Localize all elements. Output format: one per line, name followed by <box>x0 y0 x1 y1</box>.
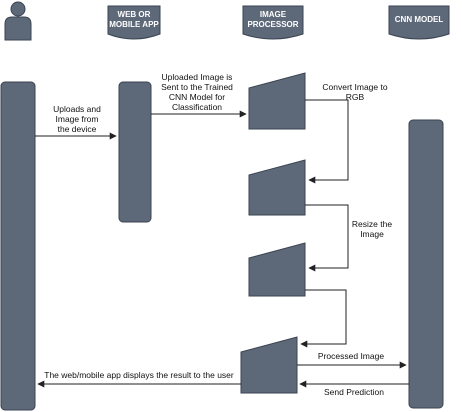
processor-step-receive <box>248 72 306 130</box>
send-to-cnn-line-3: CNN Model for <box>169 92 225 102</box>
upload-label: Uploads and Image from the device <box>53 104 101 134</box>
processor-header-line-1: IMAGE <box>260 10 287 19</box>
convert-label-line-1: Convert Image to <box>322 82 387 92</box>
resize-label: Resize the Image <box>352 219 392 239</box>
send-to-cnn-line-1: Uploaded Image is <box>162 72 233 82</box>
app-activation-bar <box>118 81 152 223</box>
processor-lane-header: IMAGE PROCESSOR <box>242 5 304 40</box>
resize-label-line-1: Resize the <box>352 219 392 229</box>
resize-arrow <box>305 204 349 272</box>
processor-step-output <box>240 336 298 394</box>
processor-header-line-2: PROCESSOR <box>247 20 298 29</box>
send-to-cnn-line-4: Classification <box>172 102 222 112</box>
send-to-cnn-line-2: Sent to the Trained <box>161 82 233 92</box>
user-activation-bar <box>0 81 36 411</box>
processed-image-label: Processed Image <box>318 351 384 361</box>
cnn-header-line-1: CNN MODEL <box>395 15 444 24</box>
processor-step-resize <box>248 242 306 297</box>
app-lane-header: WEB OR MOBILE APP <box>107 5 161 40</box>
convert-arrow <box>305 99 349 184</box>
upload-label-line-2: Image from <box>56 114 99 124</box>
send-prediction-label: Send Prediction <box>324 387 384 397</box>
upload-label-line-3: the device <box>58 124 97 134</box>
cnn-lane-header: CNN MODEL <box>388 5 450 40</box>
resize-label-line-2: Image <box>360 229 384 239</box>
cnn-activation-bar <box>408 119 444 409</box>
convert-label-line-2: RGB <box>346 92 365 102</box>
send-to-cnn-label: Uploaded Image is Sent to the Trained CN… <box>161 72 233 112</box>
convert-label: Convert Image to RGB <box>322 82 387 102</box>
loop-back-arrow <box>300 289 347 348</box>
processor-step-convert <box>248 159 306 216</box>
upload-label-line-1: Uploads and <box>53 104 101 114</box>
app-header-line-2: MOBILE APP <box>109 20 159 29</box>
user-icon <box>4 1 32 41</box>
app-header-line-1: WEB OR <box>118 10 151 19</box>
display-result-label: The web/mobile app displays the result t… <box>44 370 234 380</box>
